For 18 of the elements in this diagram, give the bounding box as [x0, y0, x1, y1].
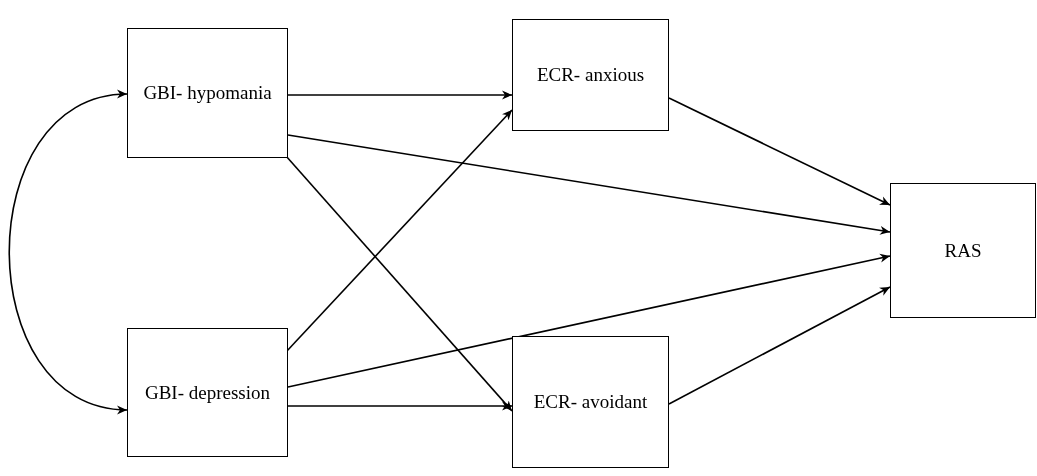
variable-box: [512, 336, 669, 468]
variable-label: GBI- hypomania: [142, 81, 273, 106]
variable-box: [890, 183, 1036, 318]
path-arrow: [668, 286, 891, 405]
variable-label: GBI- depression: [143, 380, 272, 405]
variable-box: [512, 19, 669, 131]
variable-label: RAS: [943, 238, 983, 263]
path-arrow: [287, 401, 513, 411]
variable-box: [127, 28, 288, 158]
variable-label: ECR- avoidant: [532, 390, 649, 415]
variable-label: ECR- anxious: [535, 63, 646, 88]
path-arrow: [668, 97, 891, 206]
path-arrow: [287, 90, 513, 100]
variable-box: [127, 328, 288, 457]
path-arrow: [287, 253, 891, 388]
path-arrow: [287, 134, 891, 235]
path-arrow: [285, 155, 513, 412]
covariance-arrow: [8, 91, 128, 413]
